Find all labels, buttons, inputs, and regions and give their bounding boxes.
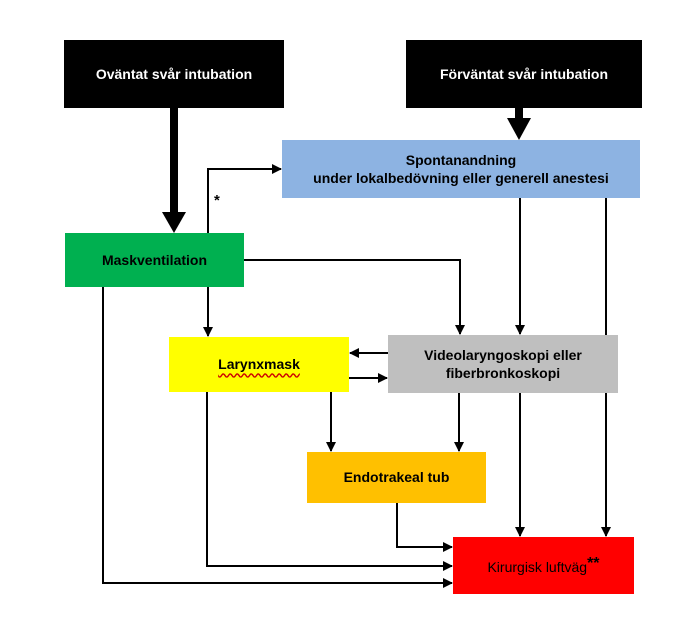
node-spontaneous-label-line2: under lokalbedövning eller generell anes…	[313, 170, 609, 186]
asterisk-annotation: *	[214, 192, 220, 209]
node-video-laryngoscopy: Videolaryngoskopi eller fiberbronkoskopi	[388, 335, 618, 393]
arrow-mask-to-video	[244, 259, 465, 335]
node-larynx-mask: Larynxmask	[169, 337, 349, 392]
node-unexpected-difficult-intubation: Oväntat svår intubation	[64, 40, 284, 108]
node-unexpected-label: Oväntat svår intubation	[95, 65, 253, 82]
node-expected-label: Förväntat svår intubation	[439, 65, 609, 82]
arrow-mask-to-surgical	[102, 287, 453, 588]
node-mask-label: Maskventilation	[101, 251, 208, 268]
arrow-mask-to-spontaneous	[207, 164, 282, 233]
node-spontaneous-breathing: Spontanandning under lokalbedövning elle…	[282, 140, 640, 198]
arrow-endo-to-surgical	[396, 503, 453, 552]
node-surgical-airway: Kirurgisk luftväg**	[453, 537, 634, 594]
node-expected-difficult-intubation: Förväntat svår intubation	[406, 40, 642, 108]
node-video-label-line2: fiberbronkoskopi	[445, 365, 561, 381]
arrowhead-expected-to-spontaneous	[507, 118, 531, 140]
node-surgical-footnote-mark: **	[587, 555, 600, 573]
node-surgical-label: Kirurgisk luftväg	[487, 559, 588, 576]
node-spontaneous-label-line1: Spontanandning	[405, 151, 517, 168]
node-mask-ventilation: Maskventilation	[65, 233, 244, 287]
node-video-label-line1: Videolaryngoskopi eller	[424, 346, 582, 363]
node-endotracheal-tube: Endotrakeal tub	[307, 452, 486, 503]
node-larynx-label: Larynxmask	[218, 356, 300, 373]
node-endo-label: Endotrakeal tub	[343, 469, 450, 486]
arrow-larynx-to-surgical	[206, 392, 453, 571]
arrowhead-unexpected-to-mask	[162, 212, 186, 233]
